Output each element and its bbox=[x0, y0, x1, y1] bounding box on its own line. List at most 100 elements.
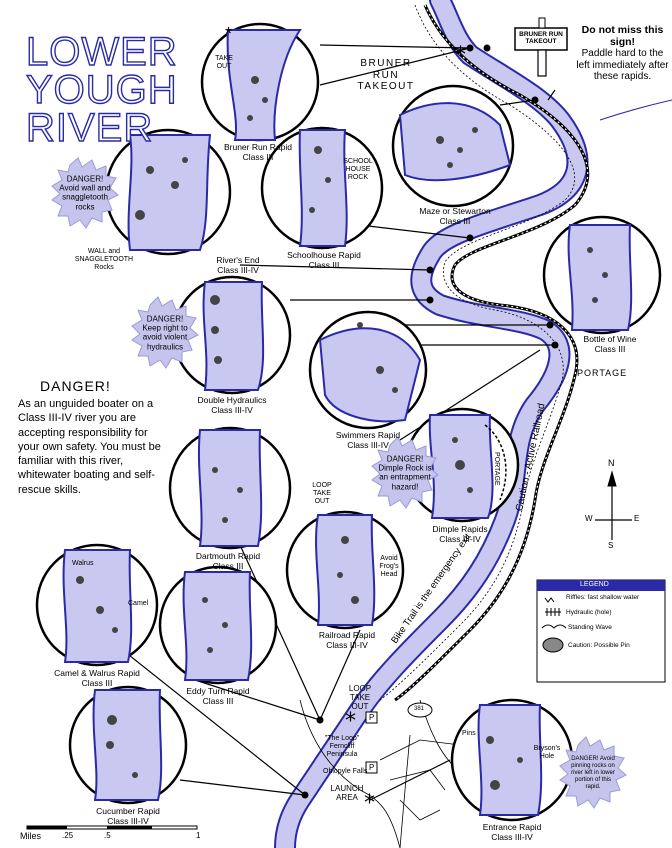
inset-bruner-run: * bbox=[200, 22, 320, 142]
bruner-note-body: Paddle hard to the left immediately afte… bbox=[576, 48, 669, 82]
inset-bottle-of-wine bbox=[542, 215, 662, 335]
inset-cucumber bbox=[68, 685, 188, 805]
inset-dimple bbox=[404, 407, 520, 523]
compass-e: E bbox=[634, 514, 640, 523]
legend-box bbox=[536, 579, 666, 683]
rapid-name: Dartmouth Rapid bbox=[195, 551, 261, 561]
rapid-markers bbox=[301, 44, 559, 799]
burst-dimple bbox=[371, 436, 439, 509]
rapid-name: River's End bbox=[216, 255, 260, 265]
legend-title: LEGEND bbox=[580, 581, 609, 588]
parking-icon-2 bbox=[365, 761, 378, 774]
rapid-class: Class III bbox=[202, 696, 234, 707]
inset-label-avoid-frogs-head: Avoid Frog's Head bbox=[379, 555, 399, 579]
route-shield-icon bbox=[407, 702, 433, 718]
inset-rivers-end bbox=[104, 128, 232, 256]
label-portage: PORTAGE bbox=[577, 368, 628, 378]
svg-text:*: * bbox=[225, 24, 232, 44]
scale-bar bbox=[26, 825, 198, 830]
loop-takeout-star-icon: * bbox=[345, 709, 356, 734]
compass-rose-icon bbox=[595, 470, 632, 540]
legend-riffles: Riffles: fast shallow water bbox=[566, 594, 640, 601]
legend-caution: Caution: Possible Pin bbox=[568, 642, 630, 649]
label-loop-takeout: LOOP TAKE OUT bbox=[348, 684, 372, 712]
rapid-class: Class III-IV bbox=[217, 265, 259, 276]
inset-schoolhouse bbox=[260, 126, 384, 250]
compass-s: S bbox=[608, 541, 614, 550]
scale-t2: .5 bbox=[104, 831, 111, 840]
rapid-name: Bruner Run Rapid bbox=[223, 142, 293, 152]
label-ohiopyle-falls: Ohiopyle Falls bbox=[323, 768, 368, 775]
rapid-name: Entrance Rapid bbox=[482, 822, 542, 832]
title-line-1: LOWER bbox=[25, 30, 178, 74]
rapid-class: Class III-IV bbox=[347, 440, 389, 451]
inset-label-walrus: Walrus bbox=[72, 560, 94, 567]
rapid-class: Class III bbox=[81, 678, 113, 689]
warning-double-hydraulics: DANGER! Keep right to avoid violent hydr… bbox=[142, 314, 188, 352]
inset-label-loop-take-out: LOOP TAKE OUT bbox=[312, 482, 332, 506]
rapid-name: Bottle of Wine bbox=[583, 334, 637, 344]
rapid-class: Class III-IV bbox=[211, 405, 253, 416]
label-route: 381 bbox=[414, 706, 425, 712]
danger-heading: DANGER! bbox=[40, 378, 111, 394]
inset-dartmouth bbox=[168, 426, 292, 550]
inset-label-brysons-hole: Bryson's Hole bbox=[533, 745, 561, 761]
rapid-name: Cucumber Rapid bbox=[96, 806, 160, 816]
bruner-sign-icon bbox=[514, 17, 568, 77]
takeout-star-icon: * bbox=[455, 43, 466, 68]
rapid-class: Class III bbox=[308, 260, 340, 271]
rapid-class: Class III-IV bbox=[326, 640, 368, 651]
inset-label-pins: Pins bbox=[462, 730, 476, 737]
rapid-class: Class III-IV bbox=[439, 534, 481, 545]
rapid-name: Schoolhouse Rapid bbox=[287, 250, 361, 260]
label-bruner-takeout: BRUNER RUN TAKEOUT bbox=[357, 58, 415, 92]
inset-label-take-out: TAKE OUT bbox=[215, 55, 233, 71]
scale-t1: .25 bbox=[62, 831, 74, 840]
inset-label-portage: PORTAGE bbox=[493, 452, 500, 486]
danger-body: As an unguided boater on a Class III-IV … bbox=[18, 398, 161, 496]
inset-label-camel: Camel bbox=[128, 600, 149, 607]
rapid-class: Class III-IV bbox=[491, 832, 533, 843]
bruner-note-heading: Do not miss this sign! bbox=[581, 24, 664, 49]
compass-n: N bbox=[608, 458, 615, 468]
launch-star-icon: * bbox=[364, 791, 375, 816]
label-parking: P bbox=[369, 713, 375, 722]
inset-label-wall-snaggletooth: WALL and SNAGGLETOOTH Rocks bbox=[74, 248, 134, 272]
rapid-name: Railroad Rapid bbox=[318, 630, 376, 640]
burst-rivers-end bbox=[51, 157, 119, 229]
burst-entrance bbox=[559, 736, 627, 809]
rapid-name: Dimple Rapids bbox=[432, 524, 488, 534]
rapid-class: Class III bbox=[439, 216, 471, 227]
inset-railroad bbox=[285, 510, 405, 630]
inset-swimmers bbox=[308, 310, 428, 430]
warning-entrance: DANGER! Avoid pinning rocks on river lef… bbox=[571, 755, 615, 790]
burst-double-hydraulics bbox=[131, 296, 199, 369]
legend-hydraulic: Hydraulic (hole) bbox=[566, 609, 612, 616]
warning-bursts bbox=[51, 157, 627, 809]
rapid-name: Eddy Turn Rapid bbox=[186, 686, 250, 696]
rapid-name: Double Hydraulics bbox=[197, 395, 267, 405]
bruner-sign-text: BRUNER RUN TAKEOUT bbox=[519, 31, 563, 46]
scale-t3: 1 bbox=[196, 831, 201, 840]
label-launch-area: LAUNCH AREA bbox=[330, 784, 364, 803]
rapid-class: Class III bbox=[594, 344, 626, 355]
title-line-3: RIVER bbox=[25, 106, 154, 150]
inset-entrance bbox=[450, 698, 574, 822]
inset-label-school-house-rock: SCHOOL HOUSE ROCK bbox=[343, 158, 373, 182]
rapid-name: Camel & Walrus Rapid bbox=[54, 668, 140, 678]
inset-camel-walrus bbox=[35, 543, 159, 667]
legend-standing-wave: Standing Wave bbox=[568, 624, 612, 631]
